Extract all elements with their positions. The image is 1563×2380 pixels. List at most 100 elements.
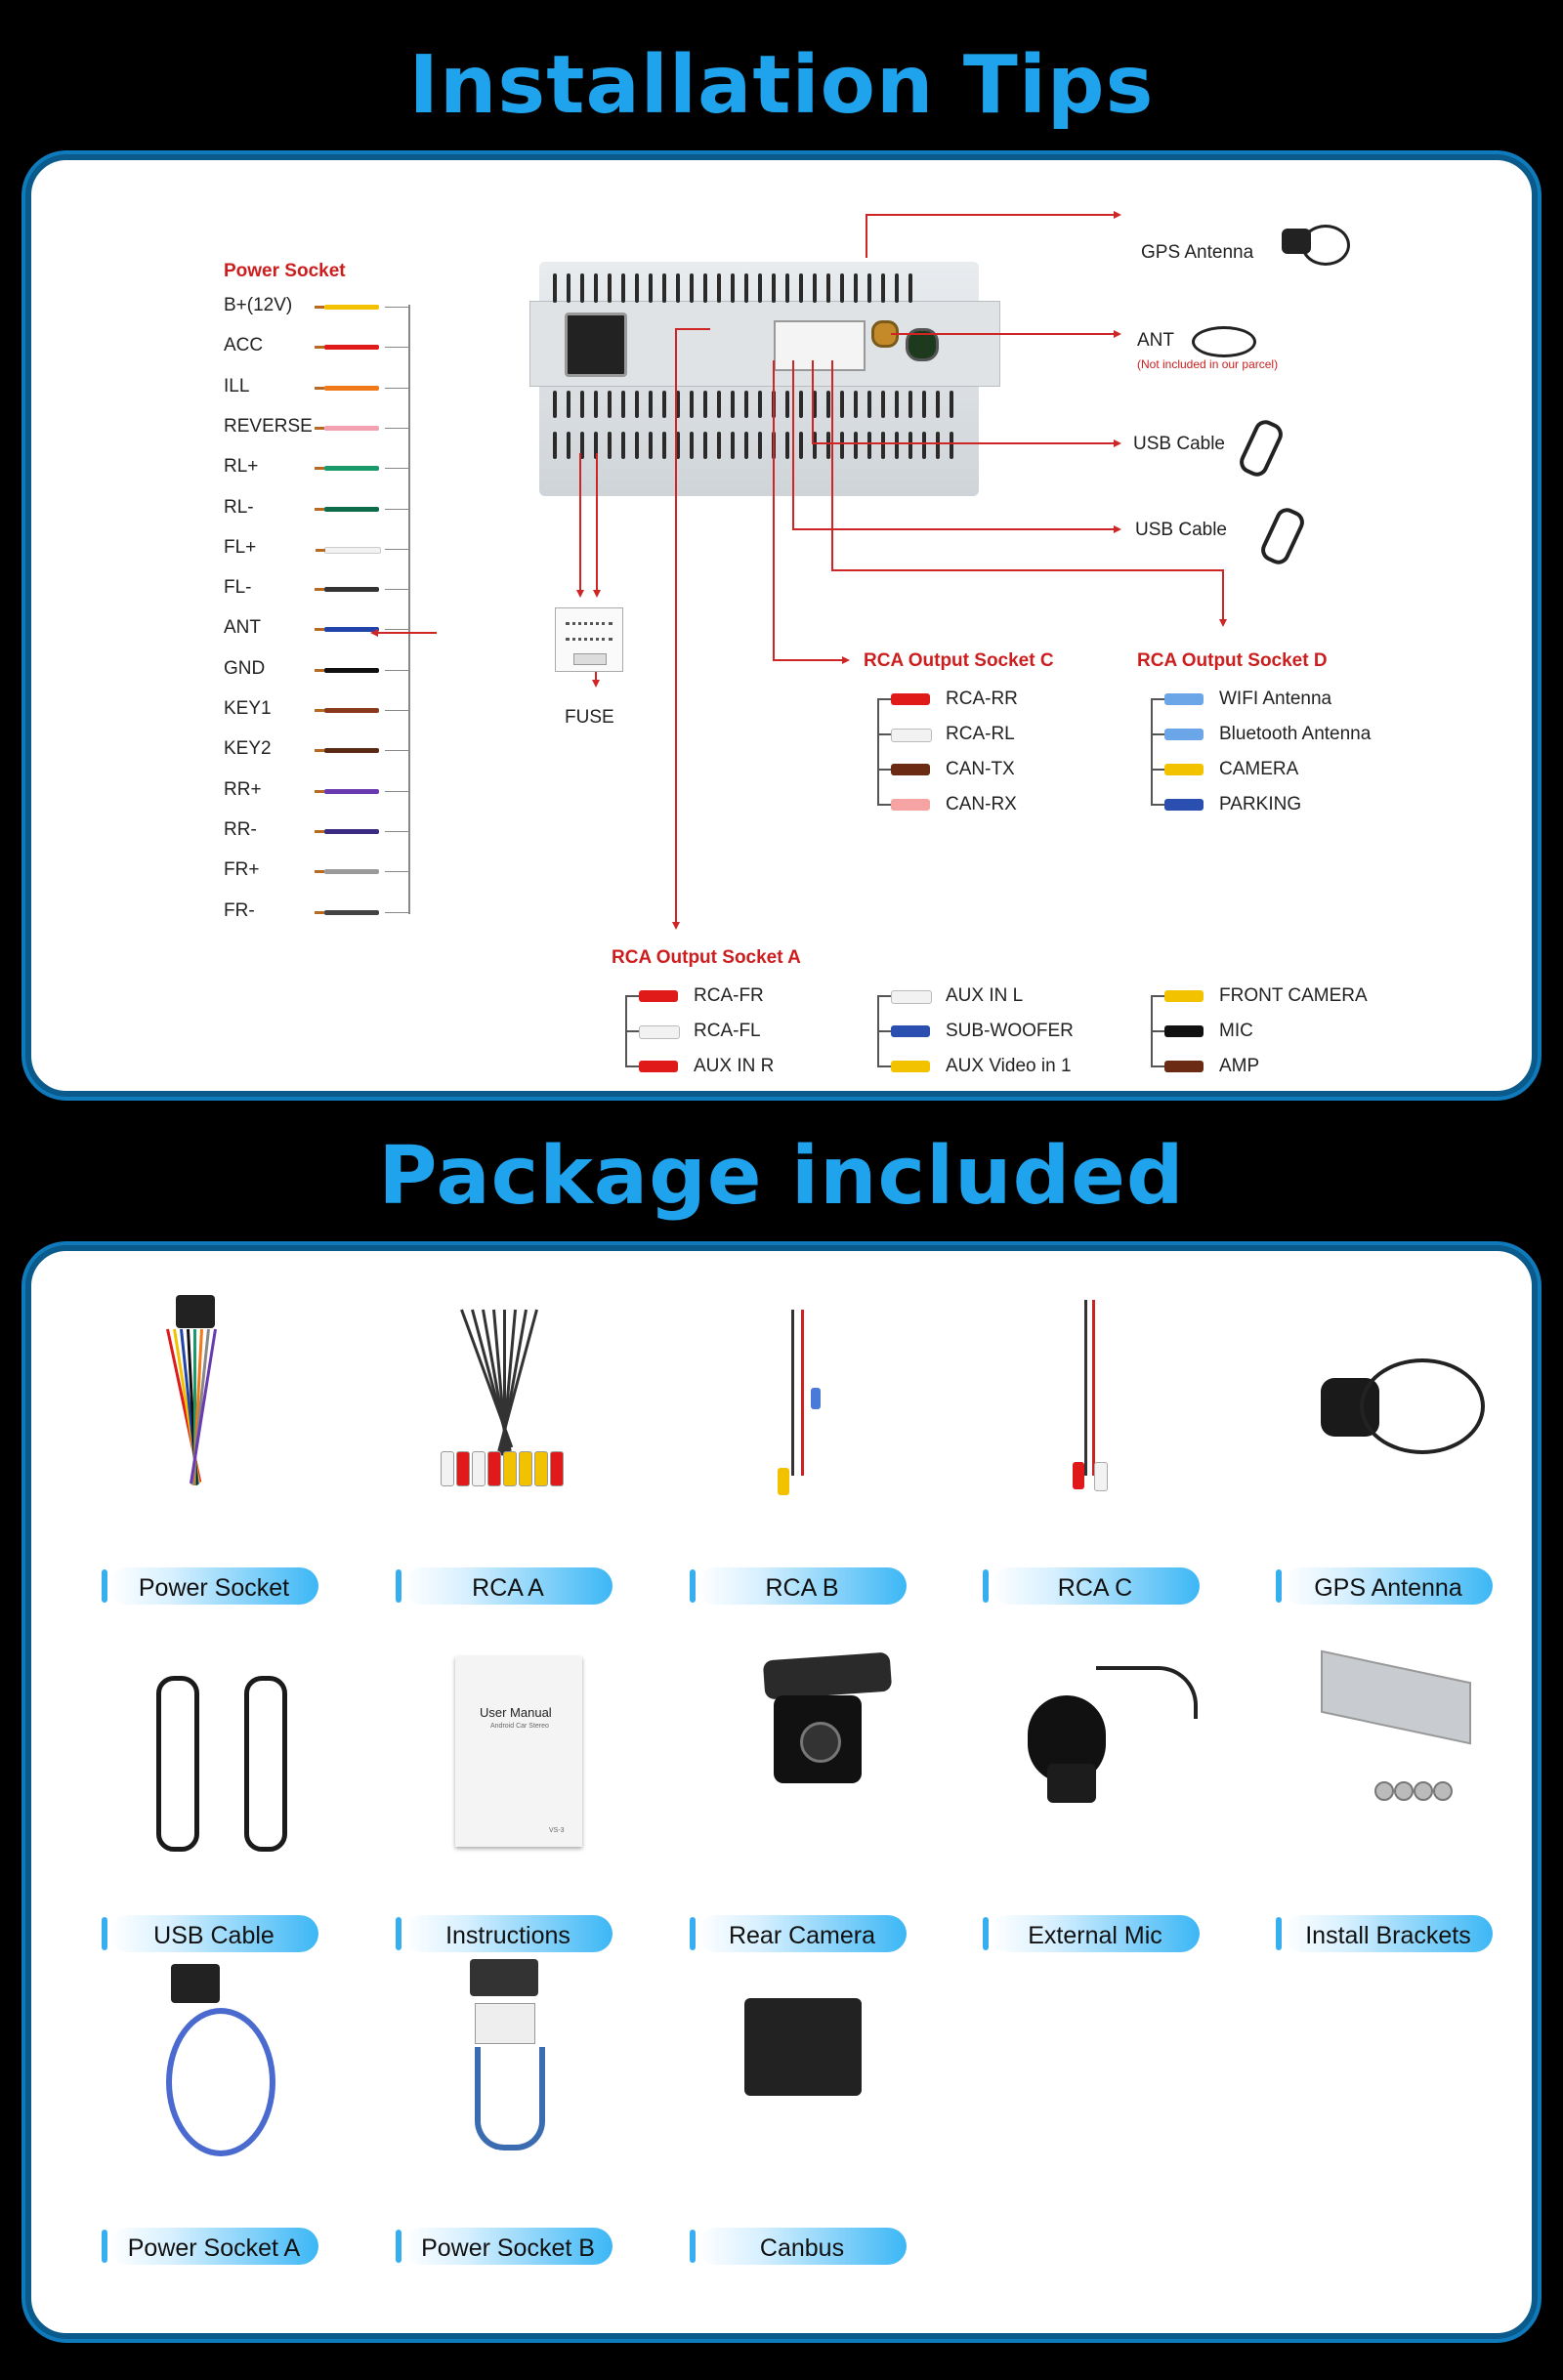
mic-cable-icon	[1096, 1666, 1198, 1719]
vent-slot	[772, 273, 776, 303]
rca-plug-icon	[1164, 693, 1204, 705]
vent-slot	[567, 432, 570, 459]
rca-plug-icon	[519, 1451, 532, 1486]
vent-slot	[635, 273, 639, 303]
canbus-box-icon	[744, 1998, 862, 2096]
vent-slot	[758, 391, 762, 418]
vent-slot	[676, 432, 680, 459]
rca-plug-icon	[639, 990, 678, 1002]
pin-wire	[315, 506, 379, 512]
manual-subtitle: Android Car Stereo	[490, 1723, 549, 1730]
package-item-label: RCA C	[1057, 1574, 1133, 1602]
rca-bracket	[1151, 698, 1153, 804]
package-item-label: RCA A	[472, 1574, 544, 1602]
vent-slot	[621, 432, 625, 459]
pin-tick	[385, 468, 408, 470]
rca-label: CAN-TX	[946, 759, 1015, 779]
vent-slot	[676, 273, 680, 303]
rca-connectors	[774, 320, 866, 371]
package-label-pill: Power Socket	[102, 1567, 318, 1605]
vent-slot	[649, 391, 653, 418]
package-item-label: Canbus	[759, 2234, 845, 2262]
rca-tick	[1151, 769, 1164, 771]
pin-tick	[385, 307, 408, 308]
pin-tick	[385, 790, 408, 792]
vent-slot	[950, 432, 953, 459]
vent-slot	[703, 432, 707, 459]
pin-label: RL-	[224, 496, 254, 518]
package-label-pill: Rear Camera	[690, 1915, 907, 1952]
vent-slot	[649, 432, 653, 459]
rca-tick	[877, 995, 891, 997]
usb-cable-icon	[244, 1676, 287, 1852]
rca-plug-icon	[891, 799, 930, 811]
vent-slot	[580, 273, 584, 303]
pin-label: RR-	[224, 818, 257, 840]
pin-label: GND	[224, 657, 266, 679]
rca-plug-icon	[1164, 729, 1204, 740]
vent-slot	[813, 432, 817, 459]
pin-tick	[385, 710, 408, 711]
vent-slot	[744, 432, 748, 459]
vent-slot	[813, 273, 817, 303]
head-unit-back	[529, 262, 1000, 506]
vent-slot	[840, 273, 844, 303]
pin-wire	[315, 345, 379, 351]
vent-slot	[936, 391, 940, 418]
vent-slot	[649, 273, 653, 303]
vent-slot	[567, 391, 570, 418]
bracket-icon	[1321, 1649, 1471, 1745]
package-label-pill: External Mic	[983, 1915, 1200, 1952]
pin-label: RR+	[224, 778, 262, 800]
pin-tick	[385, 347, 408, 349]
socket-c-title: RCA Output Socket C	[864, 650, 1054, 671]
package-item-label: Power Socket B	[421, 2234, 595, 2262]
package-label-pill: RCA B	[690, 1567, 907, 1605]
pin-label: ACC	[224, 335, 264, 356]
vent-slot	[785, 391, 789, 418]
rca-b-wire	[791, 1310, 794, 1476]
vent-slot	[867, 273, 871, 303]
pin-tick	[385, 911, 408, 913]
vent-slot	[662, 273, 666, 303]
rca-tick	[877, 1030, 891, 1032]
ant-note: (Not included in our parcel)	[1137, 357, 1279, 371]
socket-a-title: RCA Output Socket A	[612, 947, 801, 968]
rca-tick	[625, 1030, 639, 1032]
package-item-label: Install Brackets	[1305, 1922, 1471, 1949]
rca-plug-icon	[891, 1025, 930, 1037]
vent-slot	[908, 432, 912, 459]
vent-slot	[731, 273, 735, 303]
vent-slot	[813, 391, 817, 418]
rca-plug-icon	[891, 693, 930, 705]
rca-label: CAN-RX	[946, 794, 1017, 814]
vent-slot	[881, 391, 885, 418]
vent-slot	[690, 432, 694, 459]
vent-slot	[608, 273, 612, 303]
pin-label: ILL	[224, 375, 250, 397]
vent-slot	[553, 273, 557, 303]
rca-label: SUB-WOOFER	[946, 1021, 1074, 1041]
rca-plug-icon	[534, 1451, 548, 1486]
rca-label: RCA-RR	[946, 689, 1018, 709]
rca-tick	[877, 733, 891, 735]
power-socket-a-connector-icon	[171, 1964, 220, 2003]
pin-label: REVERSE	[224, 415, 313, 437]
rca-tick	[625, 1065, 639, 1067]
pin-wire	[315, 869, 379, 875]
vent-slot	[690, 273, 694, 303]
vent-slot	[621, 273, 625, 303]
vent-slot	[567, 273, 570, 303]
vent-slot	[553, 391, 557, 418]
pin-wire	[315, 587, 379, 593]
rca-c-wire	[1084, 1300, 1087, 1476]
vent-slot	[840, 391, 844, 418]
rca-plug-icon	[778, 1468, 789, 1495]
pin-tick	[385, 508, 408, 510]
vent-slot	[922, 391, 926, 418]
pin-wire	[315, 425, 379, 431]
vent-slot	[731, 391, 735, 418]
vent-slot	[690, 391, 694, 418]
rca-plug-icon	[472, 1451, 486, 1486]
